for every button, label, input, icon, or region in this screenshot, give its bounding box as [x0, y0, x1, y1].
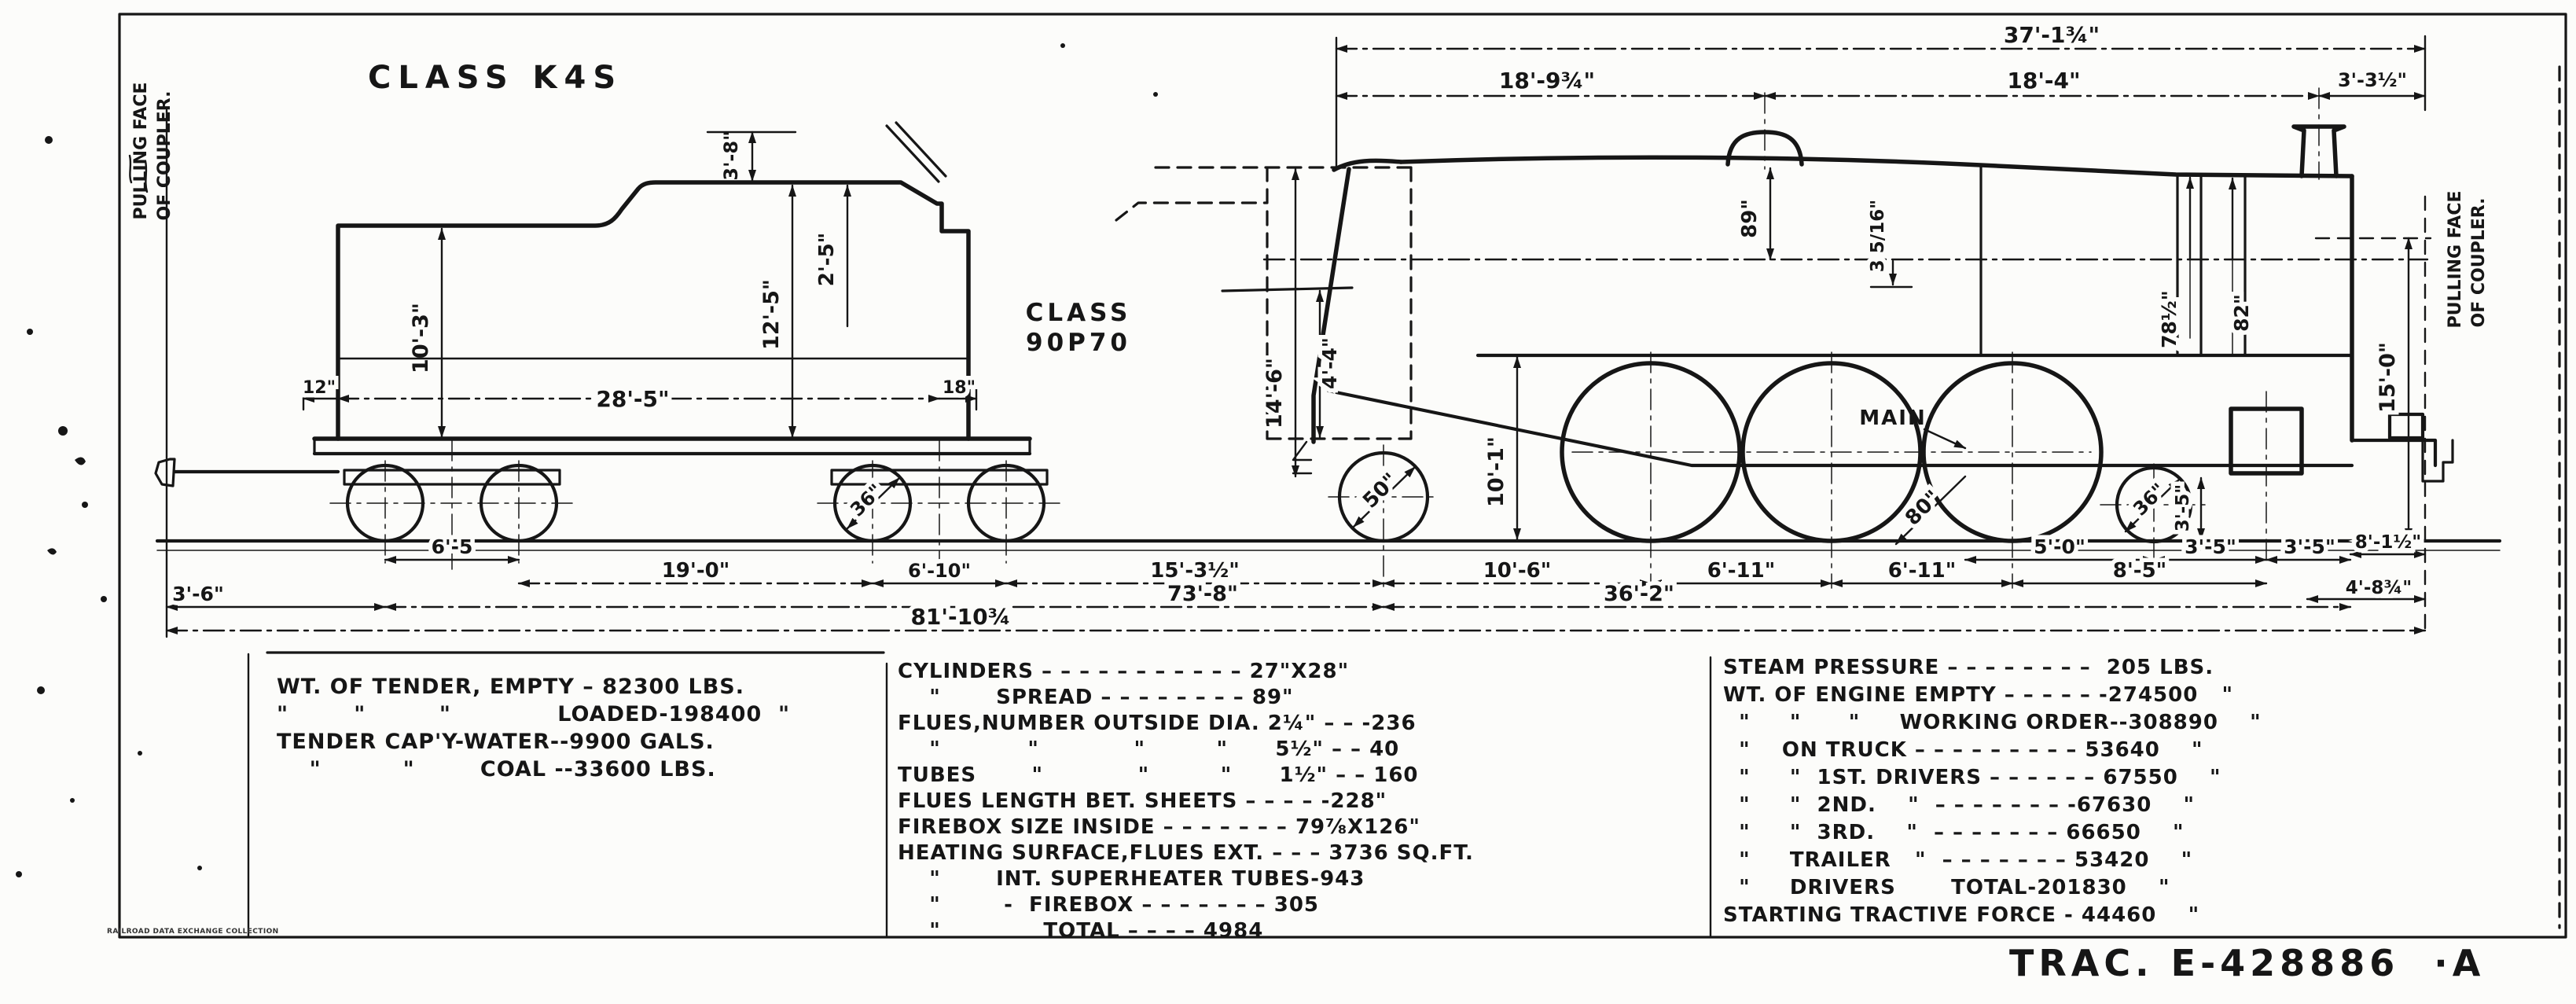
- dim-front-overhang: 8'-1½": [2355, 532, 2421, 553]
- boiler-spec-line: " INT. SUPERHEATER TUBES-943: [898, 867, 1365, 891]
- dim-tender-front-overhang: 12": [303, 378, 336, 398]
- dim-driver2-3: 6'-11": [1888, 559, 1957, 583]
- boiler-spec-line: HEATING SURFACE,FLUES EXT. – – – 3736 SQ…: [898, 841, 1474, 865]
- tender-spec-table: WT. OF TENDER, EMPTY – 82300 LBS. " " " …: [277, 673, 790, 783]
- weights-spec-line: " " 1ST. DRIVERS – – – – – – 67550 ": [1723, 766, 2221, 789]
- dim-tender-height: 12'-5": [759, 279, 784, 350]
- dim-total-wb: 73'-8": [1167, 582, 1238, 606]
- tender-spec-line: WT. OF TENDER, EMPTY – 82300 LBS.: [277, 675, 745, 699]
- weights-spec-line: " DRIVERS TOTAL-201830 ": [1723, 876, 2170, 899]
- left-coupler-note-line1: PULLING FACE: [131, 82, 151, 219]
- tender-wheels: [329, 439, 1062, 570]
- dim-smokebox-a: 78½": [2158, 290, 2181, 348]
- trace-number: TRAC. E-428886 ·A: [2009, 942, 2486, 984]
- dim-smokebox-b: 82": [2230, 294, 2253, 332]
- dim-tender-rear-overhang: 18": [943, 378, 976, 398]
- tender-outline: [128, 121, 1049, 487]
- locomotive-vertical-dimensions: [1292, 167, 2432, 541]
- dim-front-height: 15'-0": [2376, 342, 2400, 413]
- weights-spec-line: " TRAILER " – – – – – – – 53420 ": [1723, 848, 2193, 872]
- boiler-spec-line: FLUES,NUMBER OUTSIDE DIA. 2¼" – – -236: [898, 712, 1417, 735]
- dim-cyl-height: 3'-5": [2173, 484, 2193, 532]
- rail-lines: [155, 539, 2502, 551]
- scan-specks: [16, 43, 2561, 929]
- boiler-spec-line: " - FIREBOX – – – – – – – 305: [898, 893, 1320, 917]
- weights-spec-line: " " 3RD. " – – – – – – – 66650 ": [1723, 821, 2185, 844]
- right-coupler-note-line1: PULLING FACE: [2446, 190, 2465, 328]
- dim-drivers-cyl: 8'-5": [2113, 559, 2166, 583]
- dim-tender-mid: 19'-0": [662, 559, 730, 583]
- right-coupler-note: PULLING FACE OF COUPLER.: [2446, 190, 2489, 328]
- collection-stamp: RAILROAD DATA EXCHANGE COLLECTION: [107, 928, 279, 936]
- locomotive-centerlines: [1262, 87, 2429, 638]
- dim-tender-axle1: 6'-5: [432, 535, 473, 558]
- dim-top-left: 18'-9¾": [1499, 68, 1595, 94]
- dim-front-b: 4'-8¾": [2346, 578, 2412, 598]
- weights-spec-table: STEAM PRESSURE – – – – – – – – 205 LBS. …: [1723, 654, 2262, 929]
- weights-spec-line: STARTING TRACTIVE FORCE - 44460 ": [1723, 903, 2200, 927]
- left-coupler-note: PULLING FACE OF COUPLER.: [131, 82, 175, 638]
- dim-tender-deck: 10'-3": [409, 303, 433, 373]
- dim-overall: 81'-10¾: [910, 604, 1010, 630]
- dim-top-overall: 37'-1¾": [2004, 22, 2100, 48]
- dim-dome-offset: 3 5/16": [1868, 200, 1888, 272]
- locomotive-wheels: [1328, 351, 2210, 589]
- locomotive-outline: [1221, 124, 2454, 483]
- left-coupler-note-line2: OF COUPLER.: [155, 91, 175, 221]
- boiler-spec-line: " TOTAL – – – – 4984: [898, 919, 1264, 943]
- bottom-dimensions: [165, 550, 2427, 634]
- dim-tender-coupler: 3'-6": [172, 583, 224, 605]
- dim-tender-coal: 2'-5": [815, 233, 839, 286]
- dim-cab-height: 14'-6": [1262, 358, 1287, 428]
- tender-spec-line: " " COAL --33600 LBS.: [277, 757, 716, 782]
- weights-spec-line: STEAM PRESSURE – – – – – – – – 205 LBS.: [1723, 656, 2214, 679]
- dim-cab-lower: 4'-4": [1318, 337, 1341, 389]
- boiler-spec-line: " " " " 5½" – – 40: [898, 737, 1400, 761]
- dim-tender-to-engine: 15'-3½": [1150, 559, 1239, 583]
- tender-spec-line: " " " LOADED-198400 ": [277, 702, 791, 726]
- dim-boiler-dia: 89": [1738, 199, 1762, 238]
- dim-engine-wb: 36'-2": [1604, 582, 1674, 606]
- dim-truck-a: 3'-5": [2185, 535, 2236, 558]
- dim-tender-slope: 3'-8": [720, 131, 742, 180]
- tender-wheel-diameter-label: 36": [846, 480, 887, 520]
- boiler-spec-line: " SPREAD – – – – – – – – 89": [898, 686, 1294, 709]
- trailing-wheel-diameter-label: 50": [1358, 469, 1402, 513]
- boiler-spec-line: CYLINDERS – – – – – – – – – – – 27"X28": [898, 660, 1350, 683]
- boiler-spec-table: CYLINDERS – – – – – – – – – – – 27"X28" …: [898, 659, 1474, 944]
- cab-hidden-lines: [1115, 166, 1417, 440]
- main-driver-label: MAIN: [1859, 406, 1926, 430]
- boiler-spec-line: TUBES " " " 1½" – – 160: [898, 763, 1419, 787]
- right-coupler-note-line2: OF COUPLER.: [2469, 198, 2489, 328]
- dim-board-height: 10'-1": [1484, 436, 1508, 507]
- driver-diameter-label: 80": [1901, 486, 1945, 530]
- boiler-spec-line: FIREBOX SIZE INSIDE – – – – – – – 79⅞X12…: [898, 815, 1420, 839]
- tender-spec-line: TENDER CAP'Y-WATER--9900 GALS.: [277, 730, 715, 754]
- weights-spec-line: WT. OF ENGINE EMPTY – – – – – -274500 ": [1723, 683, 2234, 707]
- dim-top-stack: 3'-3½": [2338, 69, 2407, 91]
- dim-trail-to-driver: 10'-6": [1483, 559, 1552, 583]
- dim-tender-axle2: 6'-10": [908, 560, 971, 582]
- dim-driver1-2: 6'-11": [1707, 559, 1776, 583]
- dim-tender-truck-centers: 28'-5": [596, 386, 669, 412]
- weights-spec-line: " ON TRUCK – – – – – – – – – 53640 ": [1723, 738, 2203, 762]
- weights-spec-line: " " " WORKING ORDER--308890 ": [1723, 711, 2262, 734]
- dim-driver3-truck: 5'-0": [2034, 535, 2085, 558]
- pilot-wheel-diameter-label: 36": [2129, 479, 2170, 520]
- tender-class-line2: 90P70: [1026, 329, 1131, 357]
- tender-class-line1: CLASS: [1026, 299, 1132, 327]
- dim-top-right: 18'-4": [2007, 68, 2080, 94]
- drawing-title: CLASS K4S: [368, 60, 623, 96]
- weights-spec-line: " " 2ND. " – – – – – – – -67630 ": [1723, 793, 2196, 817]
- drawing-border: [118, 13, 2567, 939]
- dim-truck-b: 3'-5": [2284, 535, 2335, 558]
- boiler-spec-line: FLUES LENGTH BET. SHEETS – – – – -228": [898, 789, 1387, 813]
- tender-dimensions: [302, 131, 978, 439]
- tender-class-label: CLASS 90P70: [1026, 299, 1132, 357]
- top-dimensions: [1335, 35, 2427, 168]
